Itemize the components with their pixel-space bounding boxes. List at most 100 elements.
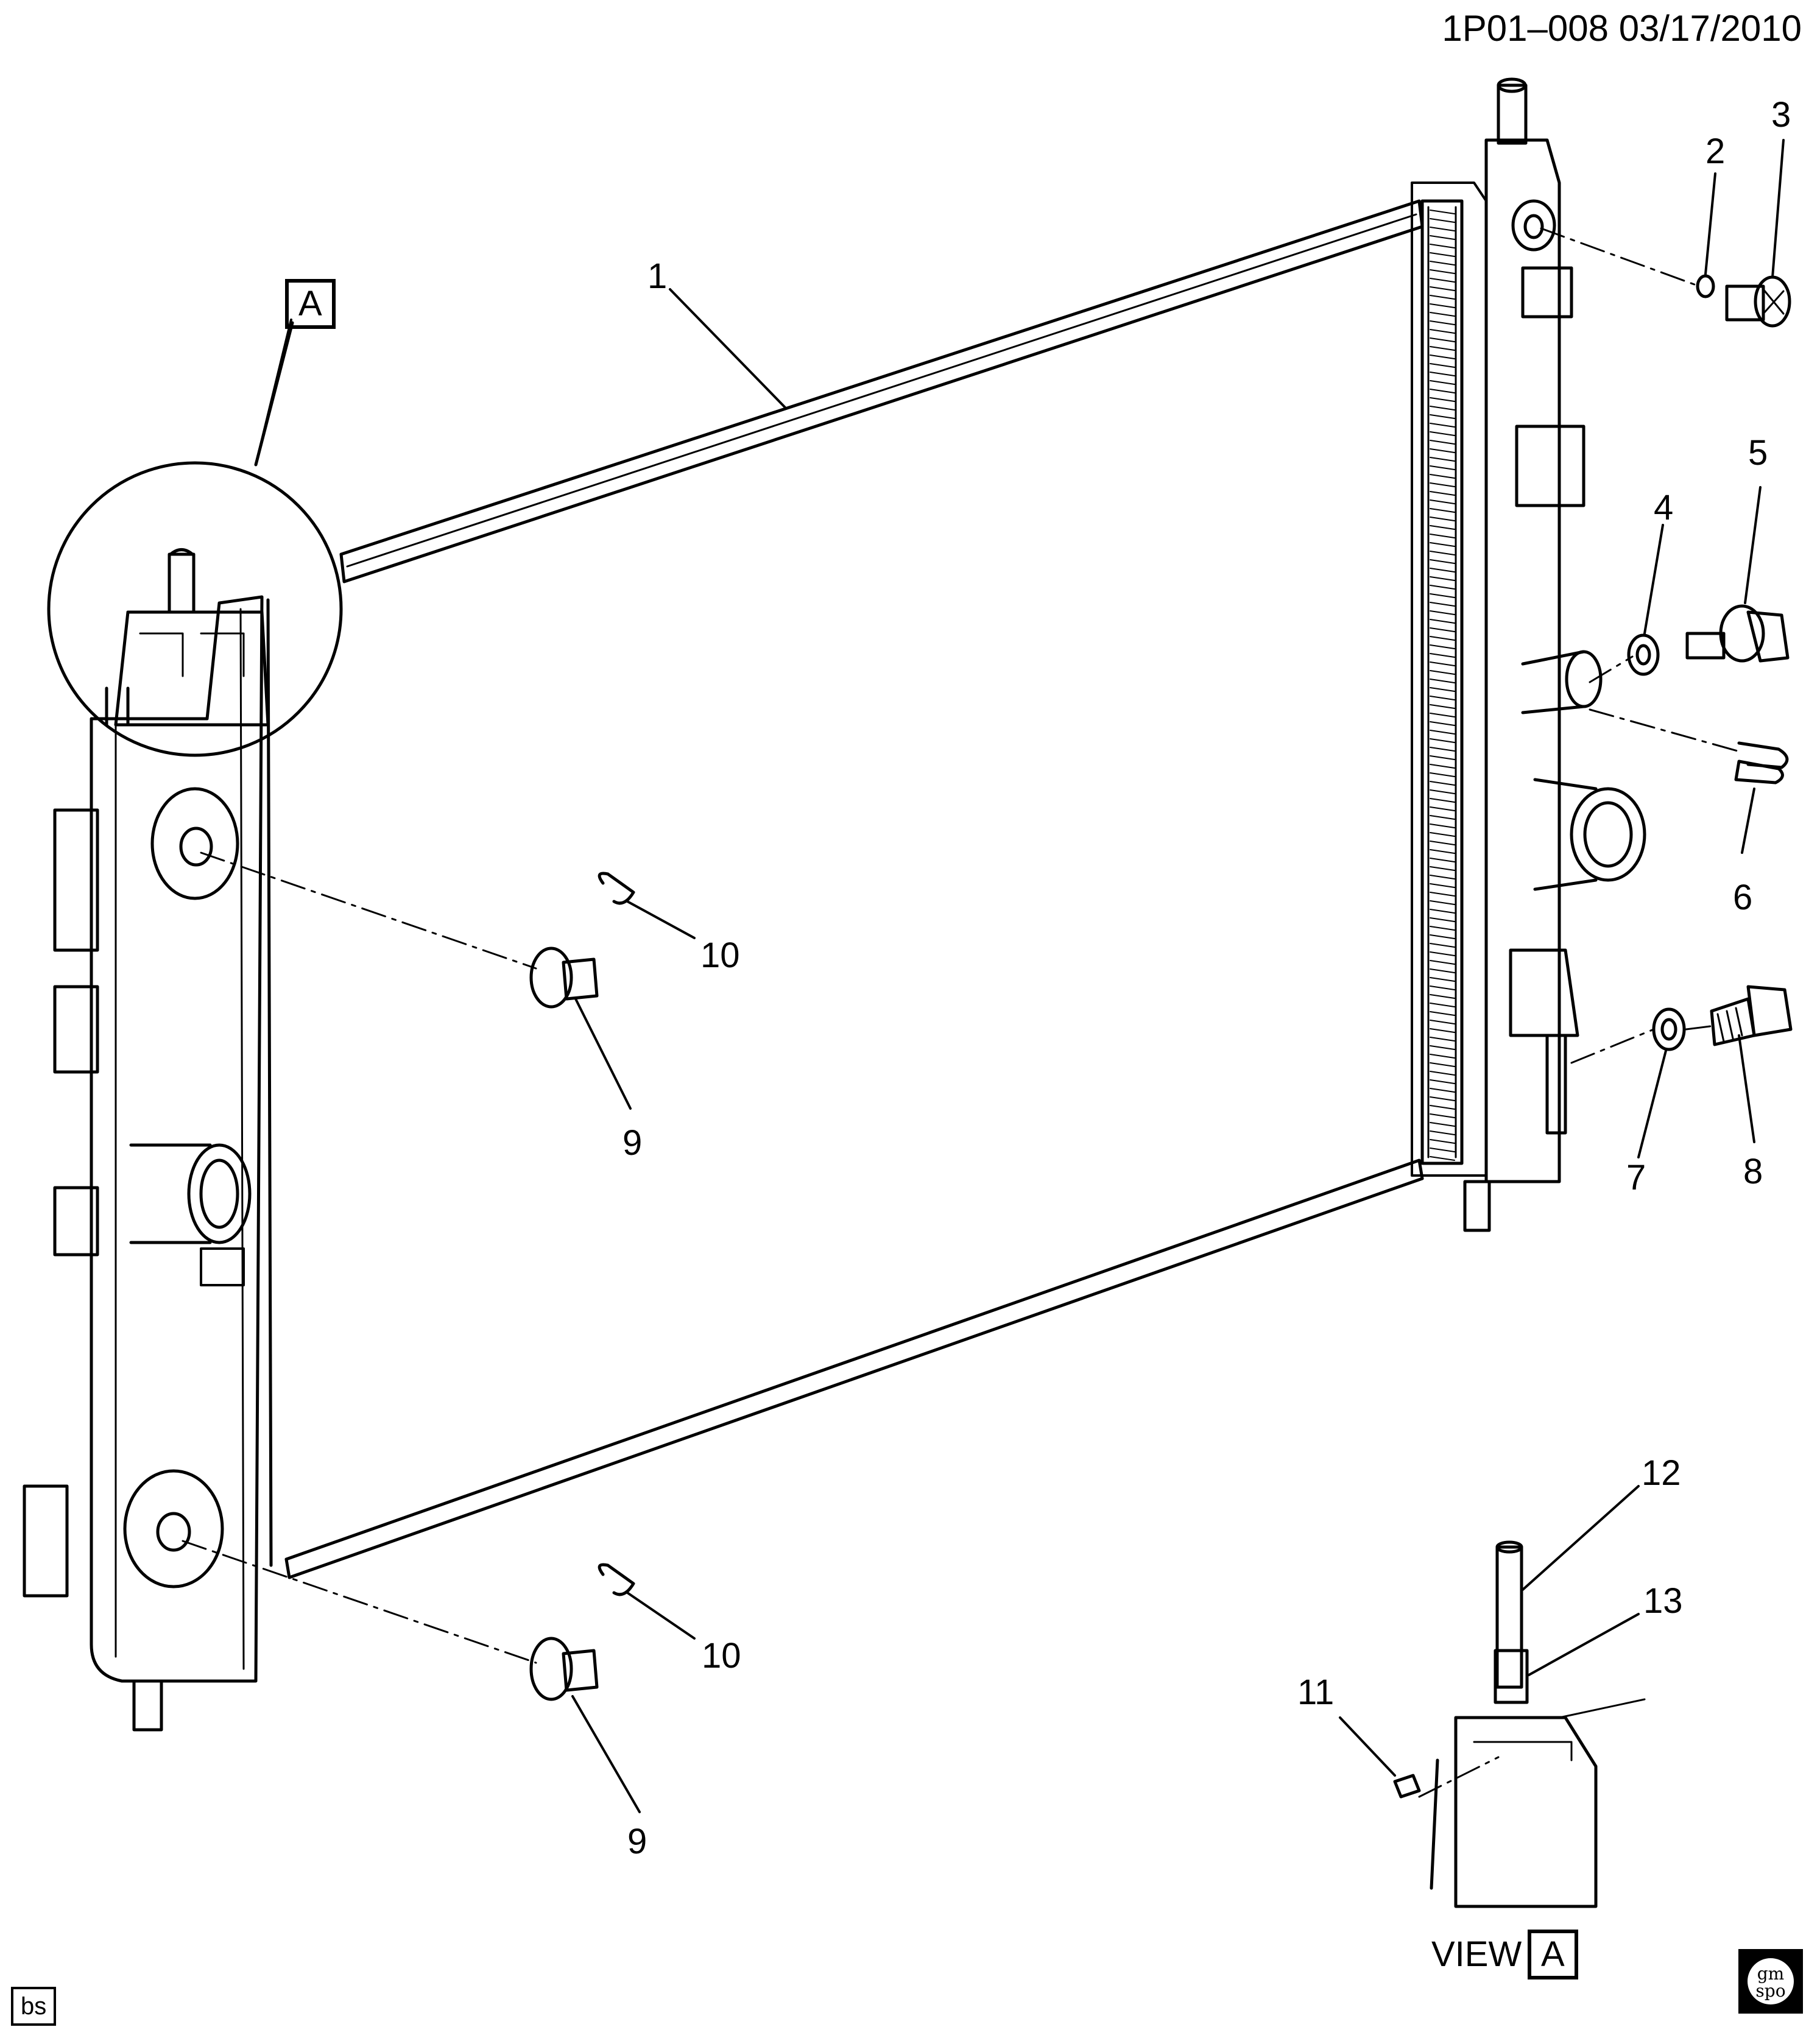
fin-line xyxy=(1430,1003,1455,1007)
callout-13: 13 xyxy=(1643,1581,1683,1621)
radiator-core xyxy=(266,182,1487,1579)
fin-line xyxy=(1430,619,1455,624)
fin-line xyxy=(1430,602,1455,607)
retaining-clip xyxy=(1734,741,1789,784)
sensor-parts xyxy=(1627,604,1790,676)
right-tank xyxy=(1463,77,1646,1232)
fin-line xyxy=(1430,337,1455,342)
fin-line xyxy=(1430,883,1455,888)
fin-line xyxy=(1430,465,1455,470)
callout-10-lower: 10 xyxy=(702,1636,741,1676)
fin-line xyxy=(1430,806,1455,811)
fin-line xyxy=(1430,985,1455,990)
fin-line xyxy=(1430,627,1455,632)
mount-bushings xyxy=(529,872,635,1701)
fin-line xyxy=(1430,474,1455,479)
detail-circle xyxy=(47,321,343,757)
fin-line xyxy=(1430,593,1455,598)
fin-line xyxy=(1430,414,1455,419)
fin-line xyxy=(1430,841,1455,845)
fin-line xyxy=(1430,934,1455,939)
fin-line xyxy=(1430,738,1455,743)
fin-line xyxy=(1430,389,1455,393)
fin-line xyxy=(1430,849,1455,854)
view-letter-box: A xyxy=(1528,1930,1578,1979)
fin-line xyxy=(1430,747,1455,752)
view-label: VIEW xyxy=(1431,1934,1522,1974)
fin-line xyxy=(1430,457,1455,462)
fin-line xyxy=(1430,1139,1455,1144)
fin-line xyxy=(1430,346,1455,351)
fin-line xyxy=(1430,653,1455,658)
fin-line xyxy=(1430,1113,1455,1118)
fin-line xyxy=(1430,661,1455,666)
callout-12: 12 xyxy=(1642,1453,1681,1493)
fin-line xyxy=(1430,568,1455,573)
fin-line xyxy=(1430,815,1455,820)
callout-2: 2 xyxy=(1705,132,1726,171)
fin-line xyxy=(1430,542,1455,547)
fin-line xyxy=(1430,798,1455,803)
fin-line xyxy=(1430,1130,1455,1135)
fin-line xyxy=(1430,951,1455,956)
callout-6: 6 xyxy=(1733,878,1753,917)
fin-line xyxy=(1430,482,1455,487)
fin-line xyxy=(1430,696,1455,700)
fin-line xyxy=(1430,516,1455,521)
fin-line xyxy=(1430,926,1455,931)
alignment-lines xyxy=(182,227,1743,1798)
fin-line xyxy=(1430,644,1455,649)
fin-line xyxy=(1430,1096,1455,1101)
callout-1: 1 xyxy=(647,256,668,296)
detail-a-marker: A xyxy=(285,279,336,329)
fin-line xyxy=(1430,832,1455,837)
fin-line xyxy=(1430,559,1455,564)
fin-line xyxy=(1430,295,1455,300)
fin-line xyxy=(1430,1054,1455,1059)
fin-line xyxy=(1430,354,1455,359)
fin-line xyxy=(1430,261,1455,266)
fin-line xyxy=(1430,968,1455,973)
callout-3: 3 xyxy=(1771,95,1791,135)
fin-line xyxy=(1430,491,1455,496)
fin-line xyxy=(1430,892,1455,897)
callout-8: 8 xyxy=(1743,1152,1763,1191)
drain-plug-parts xyxy=(1696,274,1791,328)
callout-9-lower: 9 xyxy=(627,1822,647,1861)
view-a-detail xyxy=(1393,1540,1646,1908)
fin-line xyxy=(1430,704,1455,709)
fin-line xyxy=(1430,534,1455,538)
fin-line xyxy=(1430,1122,1455,1127)
fin-line xyxy=(1430,448,1455,453)
fin-line xyxy=(1430,286,1455,291)
diagram-code-date: 1P01–008 03/17/2010 xyxy=(1442,8,1802,49)
fin-line xyxy=(1430,397,1455,402)
leader-lines xyxy=(255,139,1785,1813)
fin-line xyxy=(1430,943,1455,948)
fin-line xyxy=(1430,227,1455,231)
fin-line xyxy=(1430,755,1455,760)
fitting-parts xyxy=(1652,985,1793,1051)
fin-line xyxy=(1430,278,1455,283)
fin-line xyxy=(1430,312,1455,317)
callout-7: 7 xyxy=(1626,1158,1646,1197)
fin-line xyxy=(1430,1037,1455,1042)
fin-line xyxy=(1430,235,1455,240)
fin-line xyxy=(1430,1028,1455,1033)
fin-line xyxy=(1430,218,1455,223)
fin-line xyxy=(1430,636,1455,641)
fin-line xyxy=(1430,772,1455,777)
fin-line xyxy=(1430,210,1455,214)
callout-9-upper: 9 xyxy=(623,1123,643,1163)
callout-10-upper: 10 xyxy=(700,936,740,975)
fin-line xyxy=(1430,406,1455,411)
fin-line xyxy=(1430,380,1455,385)
fin-line xyxy=(1430,610,1455,615)
fin-line xyxy=(1430,1088,1455,1093)
fin-line xyxy=(1430,1079,1455,1084)
callout-5: 5 xyxy=(1748,433,1768,473)
fin-line xyxy=(1430,1105,1455,1110)
artist-code-box: bs xyxy=(11,1987,57,2026)
gm-spo-logo: gm spo xyxy=(1738,1949,1803,2014)
